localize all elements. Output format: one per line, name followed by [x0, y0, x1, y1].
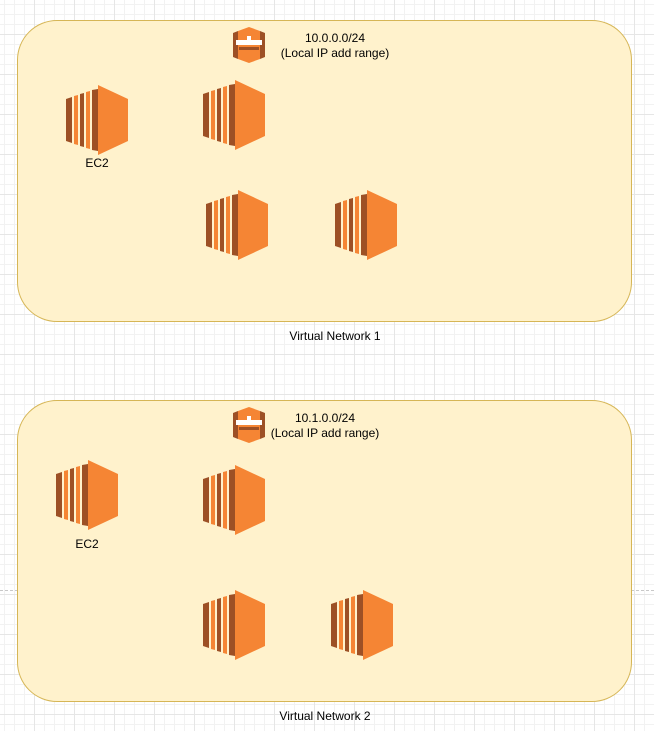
- ec2-instance-icon[interactable]: [335, 190, 397, 260]
- vpc-router-icon[interactable]: [233, 27, 265, 63]
- network-2-cidr: 10.1.0.0/24: [294, 411, 356, 425]
- ec2-instance-icon[interactable]: [203, 465, 265, 535]
- ec2-instance-icon[interactable]: [206, 190, 268, 260]
- network-2-cidr-note: (Local IP add range): [270, 426, 380, 440]
- network-1-name[interactable]: Virtual Network 1: [289, 329, 381, 343]
- network-1-ec2-label[interactable]: EC2: [85, 156, 109, 170]
- ec2-instance-icon[interactable]: [203, 590, 265, 660]
- ec2-instance-icon[interactable]: [56, 460, 118, 530]
- virtual-network-1-box[interactable]: [17, 20, 632, 322]
- ec2-instance-icon[interactable]: [66, 85, 128, 155]
- network-1-cidr-label[interactable]: 10.0.0.0/24 (Local IP add range): [281, 31, 390, 61]
- ec2-instance-icon[interactable]: [203, 80, 265, 150]
- network-2-name[interactable]: Virtual Network 2: [279, 709, 371, 723]
- network-1-cidr-note: (Local IP add range): [280, 46, 390, 60]
- network-1-cidr: 10.0.0.0/24: [304, 31, 366, 45]
- virtual-network-2-box[interactable]: [17, 400, 632, 702]
- vpc-router-icon[interactable]: [233, 407, 265, 443]
- network-2-cidr-label[interactable]: 10.1.0.0/24 (Local IP add range): [271, 411, 380, 441]
- ec2-instance-icon[interactable]: [331, 590, 393, 660]
- network-2-ec2-label[interactable]: EC2: [75, 537, 99, 551]
